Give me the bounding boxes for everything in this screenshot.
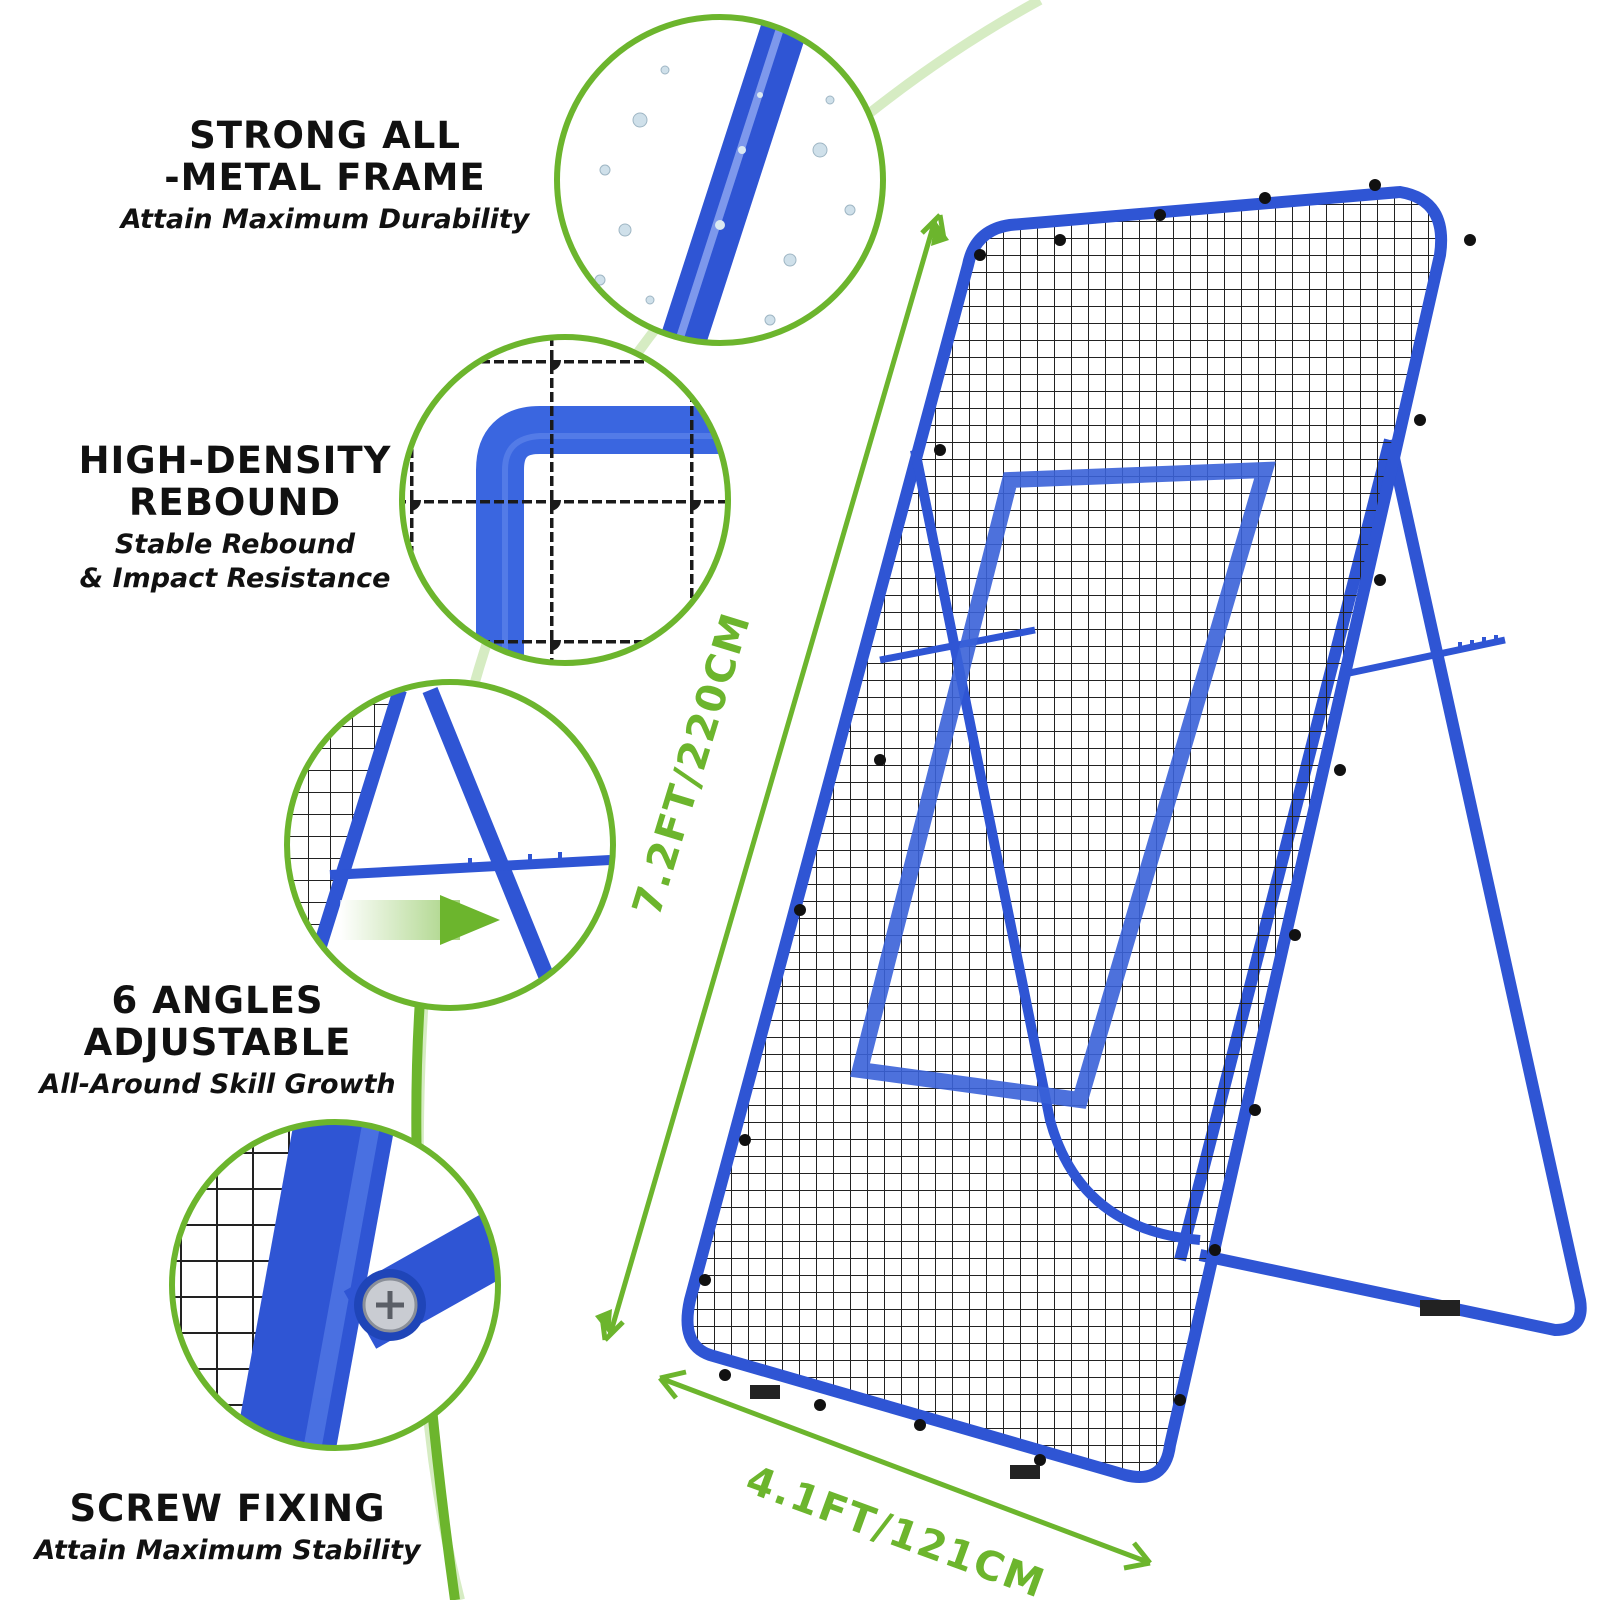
net-knot-closeup [399,334,731,666]
feature-title: HIGH-DENSITY [78,439,392,482]
feature-title: SCREW FIXING [69,1487,386,1530]
feature-subtitle: Attain Maximum Stability [34,1535,421,1566]
feature-angles: 6 ANGLES ADJUSTABLE All-Around Skill Gro… [20,980,415,1102]
height-dimension-arrow [595,213,949,1342]
feature-subtitle: Stable Rebound [114,529,356,560]
metal-frame-closeup [554,14,886,346]
screw-closeup [169,1119,501,1451]
feature-screw: SCREW FIXING Attain Maximum Stability [20,1488,435,1568]
angle-bracket-closeup [284,679,616,1011]
feature-title: REBOUND [128,481,342,524]
feature-title: ADJUSTABLE [83,1021,352,1064]
feature-subtitle: All-Around Skill Growth [39,1069,396,1100]
feature-subtitle: & Impact Resistance [79,563,391,594]
feature-subtitle: Attain Maximum Durability [120,204,530,235]
feature-title: -METAL FRAME [164,156,486,199]
width-dimension-arrow [658,1369,1152,1571]
feature-title: 6 ANGLES [111,979,324,1022]
feature-high-density: HIGH-DENSITY REBOUND Stable Rebound & Im… [60,440,410,596]
rebounder-net [681,179,1587,1483]
feature-title: STRONG ALL [189,114,461,157]
feature-metal-frame: STRONG ALL -METAL FRAME Attain Maximum D… [105,115,545,237]
